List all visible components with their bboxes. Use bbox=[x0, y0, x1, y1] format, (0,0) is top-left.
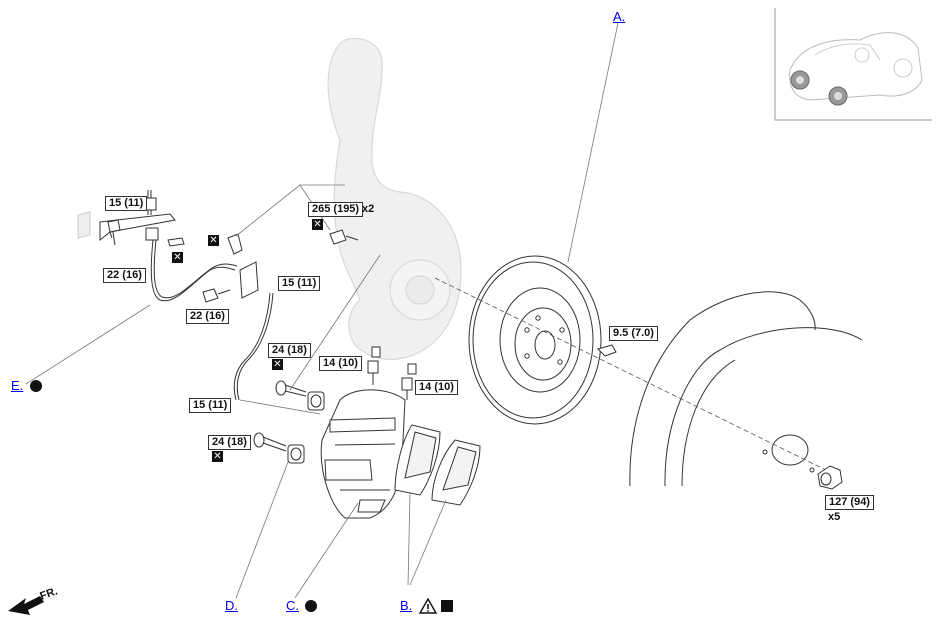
brake-rotor bbox=[468, 255, 602, 425]
callout-d[interactable]: D. bbox=[225, 598, 238, 613]
x-box-icon: ✕ bbox=[312, 219, 323, 230]
torque-caliper-bolt-lower: 24 (18) bbox=[208, 435, 251, 450]
brake-pad-inner bbox=[394, 424, 441, 496]
torque-wheel-nut: 127 (94) bbox=[825, 495, 874, 510]
filled-circle-icon bbox=[305, 600, 317, 612]
rotor-set-screw bbox=[597, 344, 617, 357]
torque-bleeder-left: 14 (10) bbox=[319, 356, 362, 371]
caliper-bushing-lower bbox=[287, 444, 305, 464]
x-box-icon: ✕ bbox=[272, 359, 283, 370]
caliper-bushing-upper bbox=[307, 391, 325, 411]
caliper-hose-bracket bbox=[239, 261, 259, 299]
torque-bracket-bolt-center: 22 (16) bbox=[186, 309, 229, 324]
callout-e[interactable]: E. bbox=[11, 378, 24, 393]
warning-triangle-icon bbox=[419, 598, 437, 614]
vehicle-locator-inset bbox=[774, 8, 932, 121]
quantity-knuckle-bolt: x2 bbox=[362, 203, 375, 215]
filled-circle-icon bbox=[30, 380, 42, 392]
steering-knuckle bbox=[327, 37, 462, 360]
hose-bracket-upper bbox=[77, 197, 176, 242]
torque-bleeder-right: 14 (10) bbox=[415, 380, 458, 395]
road-wheel bbox=[629, 291, 863, 487]
bleeder-screw-right bbox=[401, 363, 417, 400]
quantity-wheel-nut: x5 bbox=[828, 511, 841, 523]
retaining-clip-left bbox=[167, 237, 185, 247]
torque-rotor-screw: 9.5 (7.0) bbox=[609, 326, 658, 341]
torque-line-fitting-upper: 15 (11) bbox=[278, 276, 321, 291]
caliper-bolt-lower bbox=[253, 432, 287, 452]
callout-a[interactable]: A. bbox=[613, 9, 626, 24]
bleeder-screw-left bbox=[367, 346, 381, 385]
torque-knuckle-bolt: 265 (195) bbox=[308, 202, 364, 217]
brake-pad-outer bbox=[431, 439, 481, 506]
wheel-nut bbox=[817, 465, 843, 490]
hub-centerline bbox=[434, 277, 831, 473]
caliper-bolt-upper bbox=[275, 380, 307, 397]
bracket-bolt-center bbox=[202, 288, 231, 303]
knuckle-bolt bbox=[329, 229, 359, 245]
torque-caliper-bolt-upper: 24 (18) bbox=[268, 343, 311, 358]
x-box-icon: ✕ bbox=[172, 252, 183, 263]
bracket-bolt-left bbox=[107, 219, 121, 246]
torque-hose-upper: 15 (11) bbox=[105, 196, 148, 211]
filled-square-icon bbox=[441, 600, 453, 612]
callout-c[interactable]: C. bbox=[286, 598, 299, 613]
torque-bracket-bolt-left: 22 (16) bbox=[103, 268, 146, 283]
retaining-clip-right bbox=[227, 233, 243, 255]
x-box-icon: ✕ bbox=[208, 235, 219, 246]
leader-lines bbox=[25, 22, 619, 599]
front-direction-arrow bbox=[8, 596, 44, 615]
x-box-icon: ✕ bbox=[212, 451, 223, 462]
torque-line-fitting-lower: 15 (11) bbox=[189, 398, 232, 413]
brake-caliper bbox=[320, 389, 406, 519]
callout-b[interactable]: B. bbox=[400, 598, 413, 613]
